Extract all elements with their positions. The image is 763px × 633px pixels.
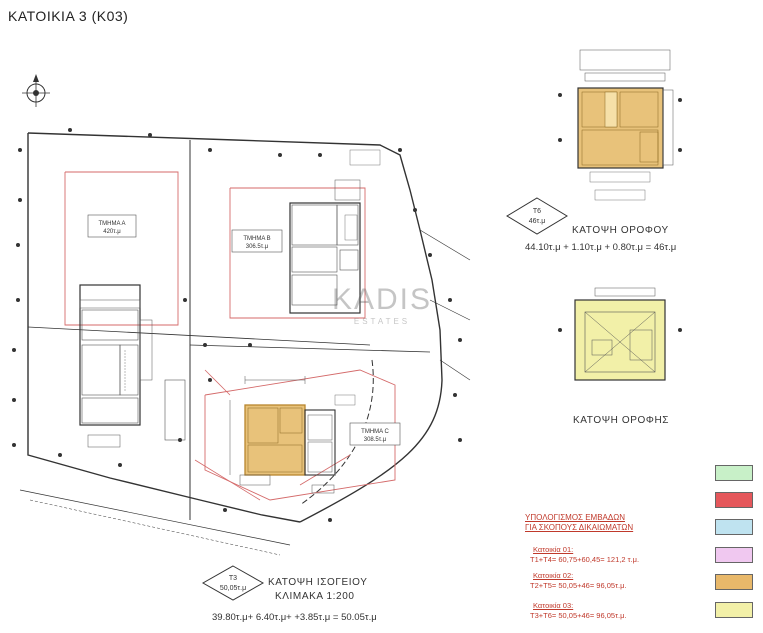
plot-label-b: ΤΜΗΜΑ Β 306.5τ.μ (231, 229, 283, 253)
svg-text:420τ.μ: 420τ.μ (103, 229, 121, 235)
setback-lines (64, 171, 396, 501)
upper-floor-plan (558, 49, 682, 201)
calc-group-3-heading: Κατοικία 03: (533, 601, 574, 610)
house-plot-a (79, 284, 186, 448)
svg-text:46τ.μ: 46τ.μ (529, 218, 546, 225)
ground-plan-tag: T3 50,05τ.μ (201, 565, 265, 601)
plot-label-c: ΤΜΗΜΑ C 308.5τ.μ (349, 422, 401, 446)
ground-plan-formula: 39.80τ.μ+ 6.40τ.μ+ +3.85τ.μ = 50.05τ.μ (212, 612, 377, 623)
svg-text:50,05τ.μ: 50,05τ.μ (220, 585, 246, 592)
upper-plan-title: ΚΑΤΟΨΗ ΟΡΟΦΟΥ (572, 225, 669, 236)
svg-text:ΤΜΗΜΑ Β: ΤΜΗΜΑ Β (243, 236, 270, 242)
plot-label-a: ΤΜΗΜΑ Α 420τ.μ (87, 214, 137, 238)
legend-row (523, 545, 759, 567)
legend-swatch (715, 519, 753, 535)
area-calculation-title: ΥΠΟΛΟΓΙΣΜΟΣ ΕΜΒΑΔΩΝ ΓΙΑ ΣΚΟΠΟΥΣ ΔΙΚΑΙΩΜΑ… (525, 513, 633, 533)
roof-plan (558, 287, 682, 381)
svg-text:308.5τ.μ: 308.5τ.μ (364, 437, 387, 443)
house-plot-b (289, 149, 381, 314)
legend-swatch (715, 547, 753, 563)
legend-row (523, 517, 759, 539)
calc-title-line1: ΥΠΟΛΟΓΙΣΜΟΣ ΕΜΒΑΔΩΝ (525, 513, 625, 522)
svg-text:ΤΜΗΜΑ Α: ΤΜΗΜΑ Α (98, 221, 125, 227)
legend-row (523, 572, 759, 594)
legend-swatch (715, 465, 753, 481)
svg-text:T6: T6 (533, 208, 541, 215)
svg-text:306.5τ.μ: 306.5τ.μ (246, 244, 269, 250)
svg-text:T3: T3 (229, 575, 237, 582)
legend-swatch (715, 574, 753, 590)
north-arrow-icon (22, 74, 50, 107)
legend-swatch (715, 602, 753, 618)
calc-group-2-heading: Κατοικία 02: (533, 571, 574, 580)
svg-text:ΤΜΗΜΑ C: ΤΜΗΜΑ C (361, 429, 389, 435)
legend-swatch (715, 492, 753, 508)
site-boundary (19, 132, 471, 556)
ground-plan-scale: ΚΛΙΜΑΚΑ 1:200 (275, 591, 355, 602)
calc-group-1-formula: T1+T4= 60,75+60,45= 121,2 τ.μ. (530, 555, 640, 564)
ground-plan-title: ΚΑΤΟΨΗ ΙΣΟΓΕΙΟΥ (268, 577, 368, 588)
calc-group-2-formula: T2+T5= 50,05+46= 96,05τ.μ. (530, 581, 627, 590)
legend-row (523, 463, 759, 485)
calc-group-3-formula: T3+T6= 50,05+46= 96,05τ.μ. (530, 611, 627, 620)
sheet-title: ΚΑΤΟΙΚΙΑ 3 (Κ03) (8, 8, 129, 24)
upper-plan-tag: T6 46τ.μ (506, 197, 568, 235)
calc-title-line2: ΓΙΑ ΣΚΟΠΟΥΣ ΔΙΚΑΙΩΜΑΤΩΝ (525, 523, 634, 532)
level-markers (12, 128, 462, 522)
upper-plan-formula: 44.10τ.μ + 1.10τ.μ + 0.80τ.μ = 46τ.μ (525, 242, 677, 253)
legend-row (523, 490, 759, 512)
calc-group-1-heading: Κατοικία 01: (533, 545, 574, 554)
house-plot-c-highlighted (229, 376, 356, 494)
legend-row (523, 600, 759, 622)
roof-plan-title: ΚΑΤΟΨΗ ΟΡΟΦΗΣ (573, 415, 670, 426)
